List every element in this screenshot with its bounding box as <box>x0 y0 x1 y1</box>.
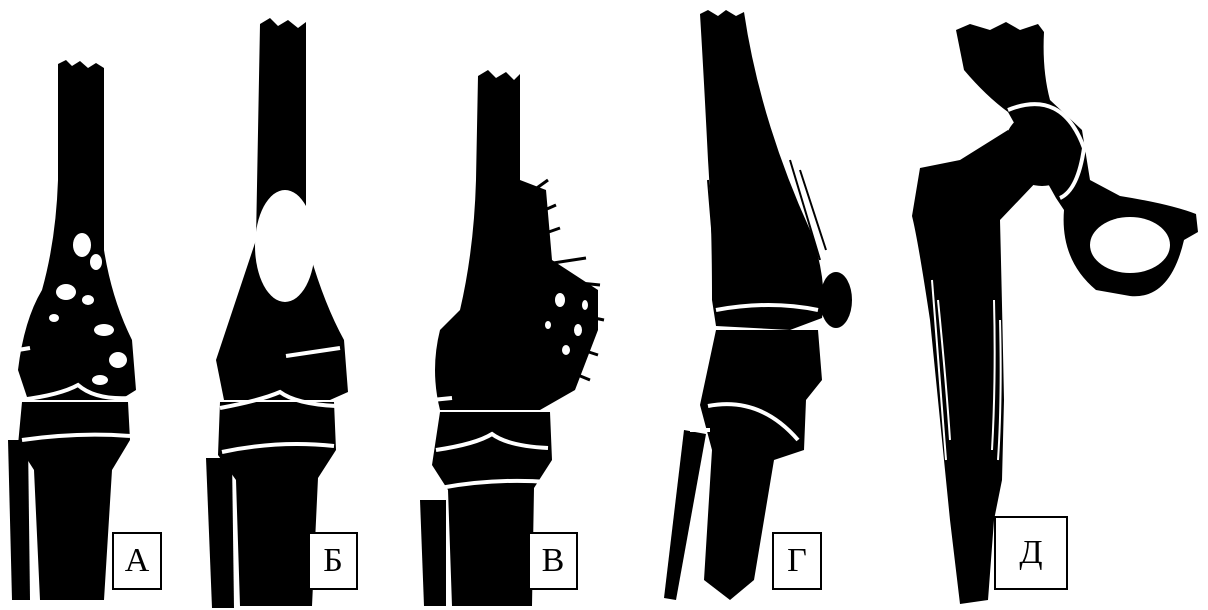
femur-d <box>700 10 824 330</box>
femur-c <box>435 70 598 410</box>
epiphysis-line-c <box>432 398 452 400</box>
obturator-foramen-e <box>1090 217 1170 273</box>
fibula-b <box>206 458 234 608</box>
panel-a-knee-lytic <box>8 60 136 600</box>
panel-label-c: В <box>528 532 578 590</box>
patella-d <box>820 272 852 328</box>
panel-b-knee-cyst <box>206 18 348 608</box>
fibula-d <box>664 430 706 600</box>
panel-label-a: А <box>112 532 162 590</box>
panel-label-d: Г <box>772 532 822 590</box>
fibula-a <box>8 440 30 600</box>
panel-d-knee-lateral <box>664 10 852 600</box>
bone-cyst-b <box>255 190 315 302</box>
epiphysis-line-a <box>18 348 30 350</box>
panel-c-knee-sunburst <box>420 70 604 606</box>
panel-label-e: Д <box>994 516 1068 590</box>
fibula-c <box>420 500 446 606</box>
panel-label-b: Б <box>308 532 358 590</box>
femur-a <box>18 60 136 400</box>
